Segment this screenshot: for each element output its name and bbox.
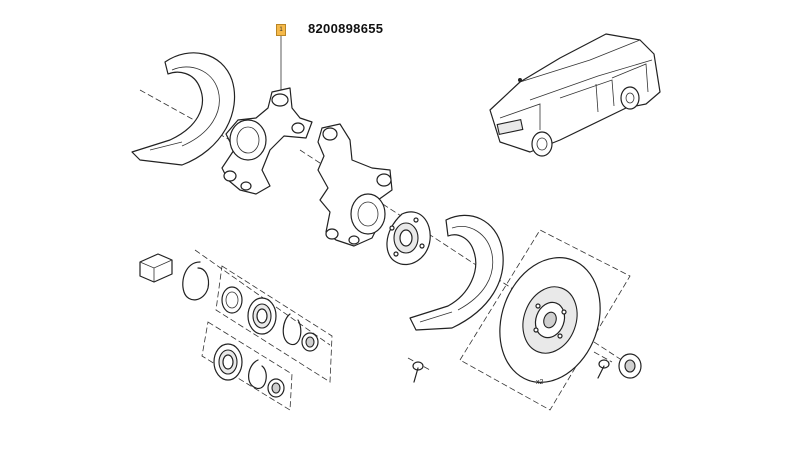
- wheel-bearing-kit-lower: [201, 321, 293, 411]
- dust-shield-rear: [131, 52, 236, 166]
- quantity-label: x2: [536, 379, 544, 386]
- dust-shield-front: [409, 214, 504, 331]
- brake-disc: x2: [459, 229, 631, 411]
- hub-nut: [618, 353, 642, 379]
- steering-knuckle-highlighted: [221, 87, 313, 195]
- wheel-bearing-kit-upper: [215, 265, 333, 383]
- disc-screw: [597, 359, 610, 379]
- part-number-label: 8200898655: [308, 21, 384, 36]
- wheel-hub: [386, 211, 431, 266]
- shield-bolt: [412, 361, 424, 383]
- callout-marker[interactable]: 1: [276, 24, 286, 36]
- steering-knuckle: [317, 123, 393, 247]
- bearing-kit-box: [139, 253, 173, 283]
- circlip: [182, 261, 210, 301]
- vehicle-location-view: [489, 33, 661, 157]
